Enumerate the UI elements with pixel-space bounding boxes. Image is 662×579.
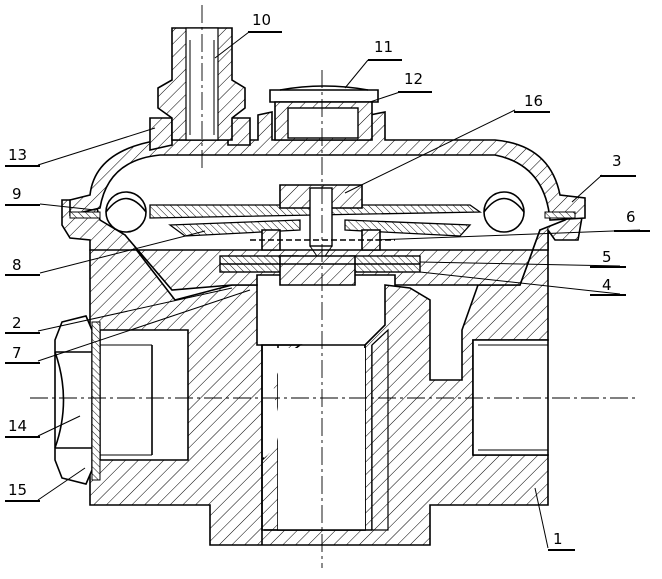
callout-label: 1 [553,530,563,548]
callout-label: 2 [12,314,22,332]
callout-1: 1 [548,530,575,551]
plug-14 [54,315,101,485]
callout-label: 14 [8,417,27,435]
cover [69,111,586,221]
cap-nut-11 [269,85,379,141]
callout-2: 2 [5,314,40,334]
callout-6: 6 [614,208,650,232]
callout-label: 7 [12,344,22,362]
callout-7: 7 [5,344,40,364]
callout-9: 9 [5,185,40,206]
callout-label: 10 [252,11,271,29]
callout-5: 5 [590,248,626,268]
callout-4: 4 [590,276,626,296]
callout-label: 16 [524,92,543,110]
center-lines [30,5,635,568]
callout-10: 10 [248,11,282,33]
callout-3: 3 [600,152,636,177]
callout-label: 3 [612,152,622,170]
callout-11: 11 [368,38,402,61]
callout-label: 4 [602,276,612,294]
diaphragm-assembly [69,184,576,286]
callout-13: 13 [5,146,40,167]
callout-12: 12 [398,70,432,93]
callout-8: 8 [5,256,40,276]
callout-label: 5 [602,248,612,266]
callout-label: 8 [12,256,22,274]
callout-label: 6 [626,208,636,226]
callout-15: 15 [5,481,40,502]
callout-label: 9 [12,185,22,203]
callout-label: 13 [8,146,27,164]
lower-flange [61,199,586,291]
callout-label: 11 [374,38,393,56]
callout-14: 14 [5,417,40,438]
fitting-10 [157,27,246,141]
callout-16: 16 [514,92,550,113]
valve-body [89,229,549,546]
callout-label: 15 [8,481,27,499]
leader-lines [37,31,641,549]
callout-label: 12 [404,70,423,88]
